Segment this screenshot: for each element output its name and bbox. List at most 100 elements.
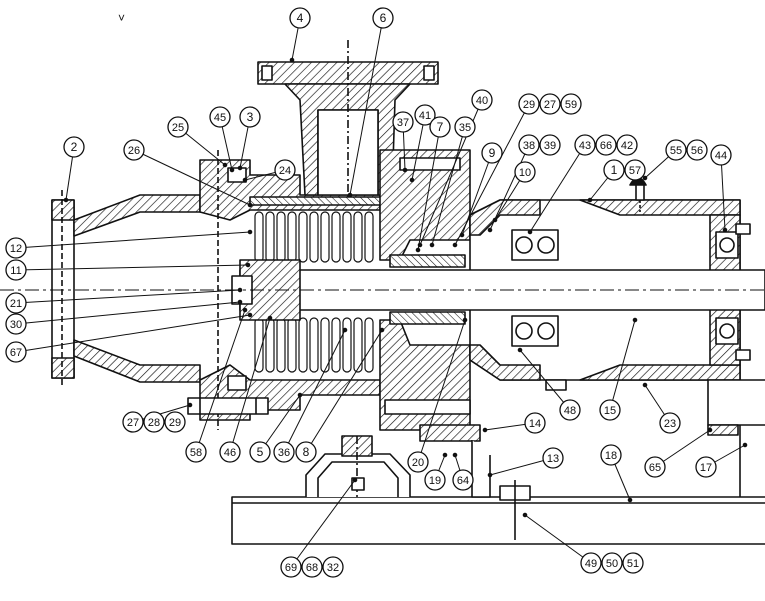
part-number-callout: 32: [322, 556, 344, 578]
shaft: [0, 259, 765, 321]
callout-leader-line: [259, 394, 301, 453]
part-number-callout: 14: [524, 412, 546, 434]
callout-circle: [407, 451, 429, 473]
callout-arrowhead: [289, 57, 295, 63]
callout-arrowhead: [527, 229, 533, 235]
callout-circle: [595, 134, 617, 156]
impeller-vane: [276, 211, 286, 263]
impeller-vane: [353, 317, 363, 373]
impeller-vane: [309, 211, 319, 263]
callout-number: 13: [547, 453, 559, 465]
callout-circle: [524, 412, 546, 434]
callout-circle: [219, 441, 241, 463]
callout-arrowhead: [459, 232, 465, 238]
impeller-vane: [342, 211, 352, 263]
callout-number: 29: [523, 99, 535, 111]
callout-number: 24: [279, 165, 291, 177]
part-number-callout: 38: [518, 134, 540, 156]
callout-arrowhead: [187, 402, 193, 408]
callout-number: 55: [670, 145, 682, 157]
callout-number: 65: [649, 462, 661, 474]
part-number-callout: 10: [514, 161, 536, 183]
callout-arrowhead: [642, 382, 648, 388]
callout-arrowhead: [462, 317, 468, 323]
part-number-callout: 49: [580, 552, 602, 574]
callout-arrowhead: [247, 229, 253, 235]
callout-circle: [710, 144, 732, 166]
discharge-nozzle: [257, 40, 439, 200]
callout-arrowhead: [247, 202, 253, 208]
callout-number: 20: [412, 457, 424, 469]
part-number-callout: 20: [407, 451, 429, 473]
callout-leader-line: [195, 309, 246, 453]
callout-leader-line: [290, 479, 356, 568]
callout-leader-line: [15, 314, 251, 353]
callout-circle: [392, 111, 414, 133]
impeller-vanes: [254, 211, 374, 373]
stray-mark: ˅: [118, 11, 125, 25]
callout-arrowhead: [487, 227, 493, 233]
callout-circle: [695, 456, 717, 478]
callout-number: 8: [303, 445, 310, 459]
part-number-callout: 6: [372, 7, 394, 29]
callout-number: 41: [419, 110, 431, 122]
impeller-vane: [342, 317, 352, 373]
callout-circle: [122, 411, 144, 433]
callout-number: 69: [285, 562, 297, 574]
callout-leader-line: [411, 114, 426, 181]
callout-number: 43: [579, 140, 591, 152]
impeller-vane: [298, 211, 308, 263]
callout-circle: [454, 116, 476, 138]
callout-circle: [295, 441, 317, 463]
callout-number: 1: [611, 163, 618, 177]
callout-circle: [599, 399, 621, 421]
callout-arrowhead: [409, 177, 415, 183]
callout-number: 4: [297, 11, 304, 25]
callout-circle: [559, 399, 581, 421]
callout-arrowhead: [722, 227, 728, 233]
part-number-callout: 65: [644, 456, 666, 478]
part-number-callout: 25: [167, 116, 189, 138]
callout-circle: [686, 139, 708, 161]
callout-leader-line: [461, 152, 493, 236]
callout-number: 39: [544, 140, 556, 152]
part-number-callout: 40: [471, 89, 493, 111]
callout-leader-line: [654, 429, 711, 468]
callout-circle: [143, 411, 165, 433]
callout-arrowhead: [237, 165, 243, 171]
callout-leader-line: [431, 126, 466, 246]
part-number-callout: 5: [249, 441, 271, 463]
callout-circle: [274, 159, 296, 181]
callout-number: 48: [564, 405, 576, 417]
callout-circle: [273, 441, 295, 463]
impeller-vane: [320, 317, 330, 373]
callout-number: 28: [148, 417, 160, 429]
callout-number: 51: [627, 558, 639, 570]
callout-circle: [481, 142, 503, 164]
callout-arrowhead: [522, 512, 528, 518]
impeller-vane: [254, 211, 264, 263]
callout-number: 32: [327, 562, 339, 574]
callout-arrowhead: [429, 242, 435, 248]
callout-number: 42: [621, 140, 633, 152]
callout-circle: [123, 139, 145, 161]
part-number-callout: 21: [5, 292, 27, 314]
callout-circle: [164, 411, 186, 433]
callout-number: 36: [278, 447, 290, 459]
part-number-callout: 1: [603, 159, 625, 181]
bearings: [511, 229, 739, 347]
callout-circle: [659, 412, 681, 434]
callout-leader-line: [15, 289, 241, 304]
callout-circle: [239, 106, 261, 128]
callout-arrowhead: [379, 327, 385, 333]
impeller-vane: [265, 211, 275, 263]
callout-number: 66: [600, 140, 612, 152]
callout-number: 30: [10, 319, 22, 331]
part-number-callout: 3: [239, 106, 261, 128]
callout-circle: [452, 469, 474, 491]
part-number-callout: 28: [143, 411, 165, 433]
callout-number: 67: [10, 347, 22, 359]
callout-number: 2: [71, 140, 78, 154]
callout-number: 59: [565, 99, 577, 111]
callout-arrowhead: [267, 315, 273, 321]
